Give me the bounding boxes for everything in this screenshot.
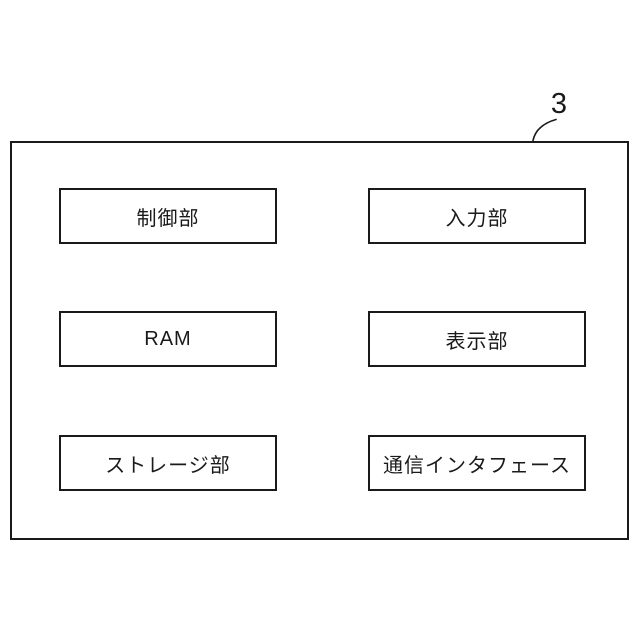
block-display-unit: 表示部 [368, 311, 586, 367]
block-control-unit: 制御部 [59, 188, 277, 244]
block-input-unit: 入力部 [368, 188, 586, 244]
device-outer-box: 制御部 入力部 RAM 表示部 ストレージ部 通信インタフェース [10, 141, 629, 540]
block-communication-interface: 通信インタフェース [368, 435, 586, 491]
block-storage-unit: ストレージ部 [59, 435, 277, 491]
figure-reference-label: 3 [550, 88, 568, 120]
block-ram: RAM [59, 311, 277, 367]
